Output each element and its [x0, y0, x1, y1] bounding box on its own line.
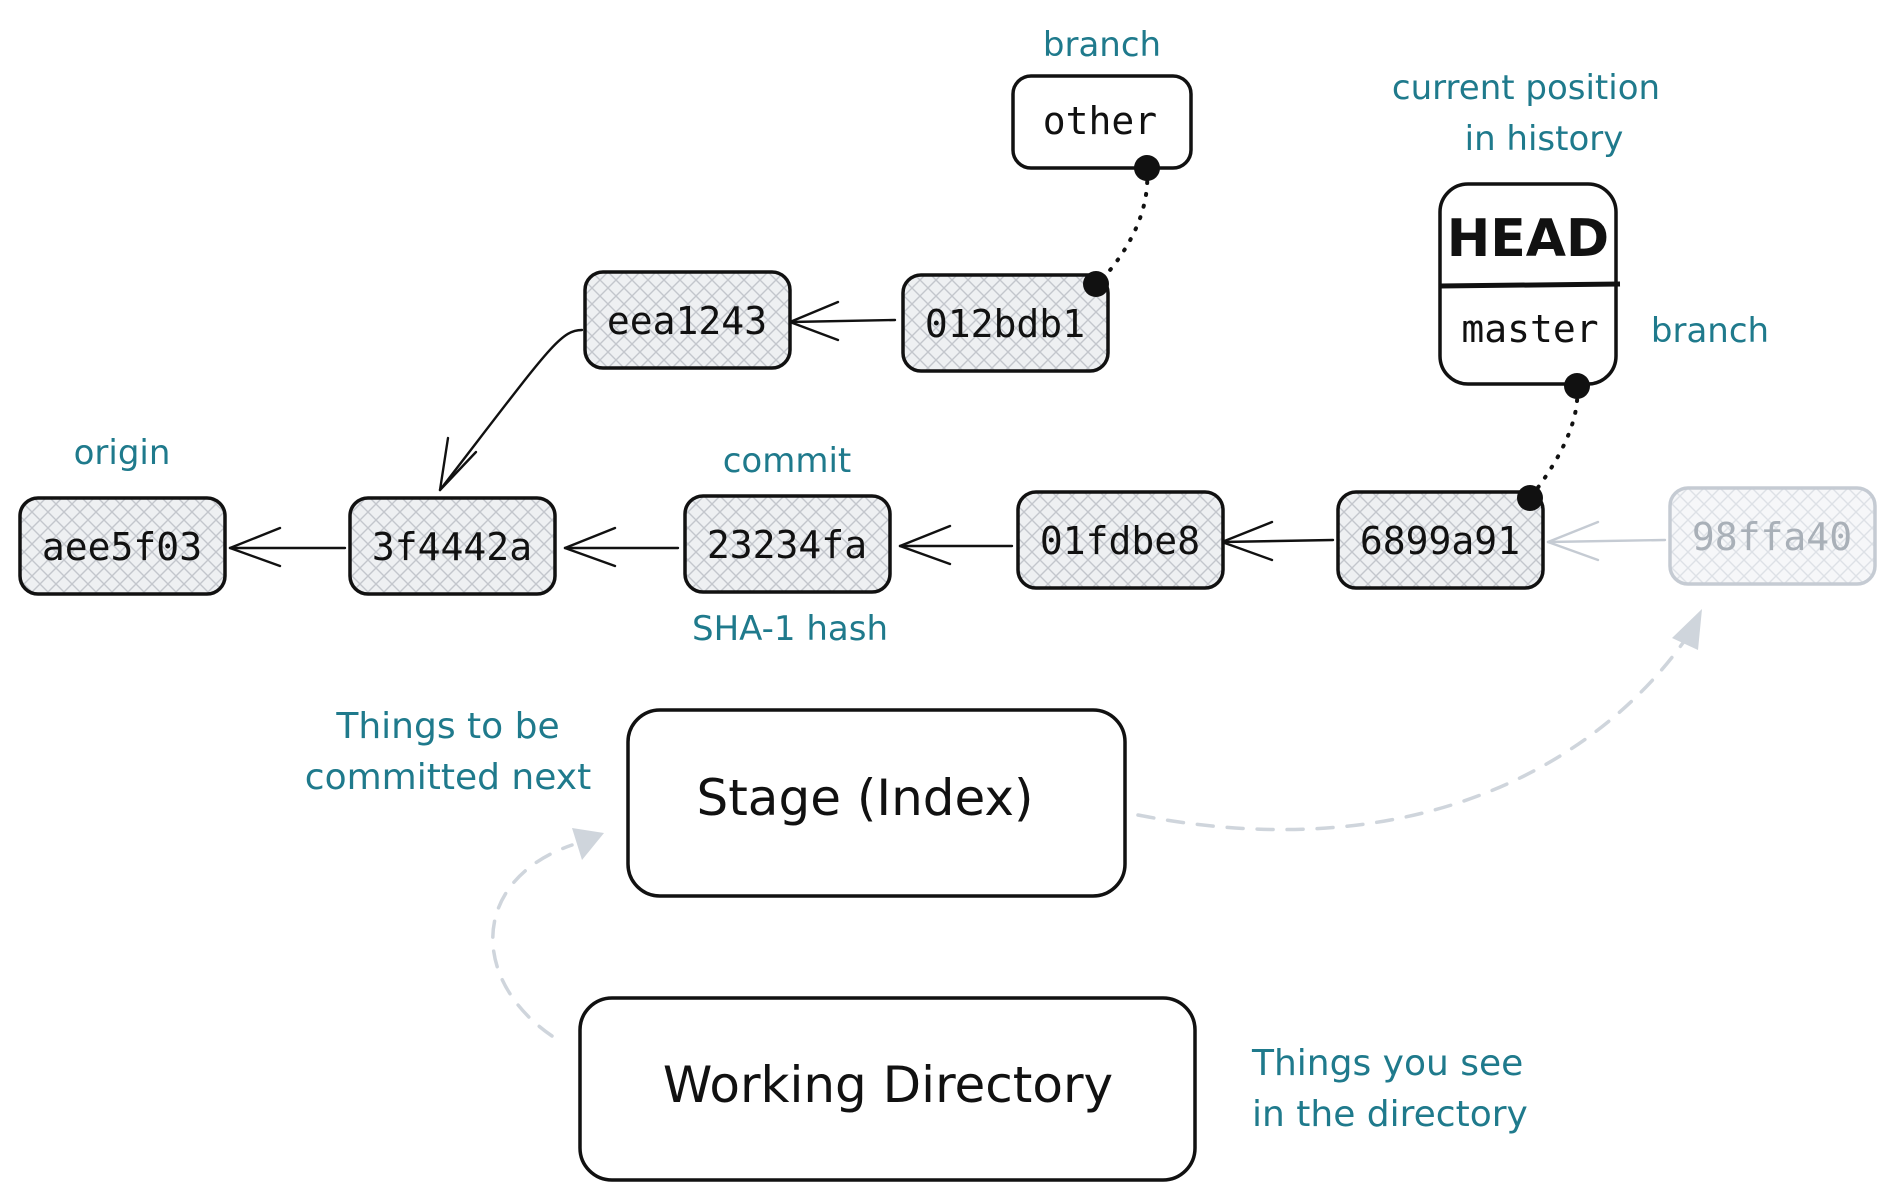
commit-eea1243: eea1243: [583, 270, 792, 370]
commit-6899a91: 6899a91: [1336, 490, 1545, 590]
flow-stage-to-commit: [1136, 638, 1687, 832]
commit-hash: 012bdb1: [925, 302, 1085, 346]
pointer-other-to-012bdb1: [1095, 168, 1150, 287]
arrow-23234fa-to-3f4442a: [563, 526, 680, 568]
head-master-ref: HEAD master: [1438, 182, 1621, 386]
commit-arrows: [228, 300, 1335, 568]
annotation-current-position-2: in history: [1465, 119, 1624, 159]
stage-label: Stage (Index): [696, 769, 1033, 827]
annotation-sha-hash: SHA-1 hash: [692, 609, 888, 649]
annotation-branch-master: branch: [1651, 311, 1769, 351]
arrow-012bdb1-to-eea1243: [788, 300, 897, 342]
branch-other: other: [1011, 74, 1193, 170]
working-directory-box: Working Directory: [578, 996, 1197, 1182]
head-label: HEAD: [1447, 209, 1609, 269]
commit-hash: 01fdbe8: [1040, 519, 1200, 563]
arrow-01fdbe8-to-23234fa: [898, 524, 1014, 566]
branch-label: other: [1043, 99, 1157, 143]
commit-aee5f03: aee5f03: [18, 496, 227, 596]
pointer-master-to-6899a91: [1528, 386, 1580, 500]
flow-stage-to-commit-head: [1672, 609, 1702, 650]
annotation-origin: origin: [74, 433, 171, 473]
commit-hash: 23234fa: [707, 523, 867, 567]
arrow-3f4442a-to-aee5f03: [228, 526, 347, 568]
master-label: master: [1461, 307, 1598, 351]
annotation-commit: commit: [723, 441, 852, 481]
arrow-eea1243-to-3f4442a: [438, 328, 584, 492]
pointer-dots: [1083, 155, 1590, 511]
annotation-working-note-2: in the directory: [1252, 1094, 1528, 1135]
arrow-98ffa40-to-6899a91: [1546, 520, 1667, 562]
commit-01fdbe8: 01fdbe8: [1016, 490, 1225, 590]
commit-98ffa40: 98ffa40: [1668, 486, 1877, 586]
commit-hash: 3f4442a: [372, 525, 532, 569]
flow-working-to-stage-head: [572, 828, 604, 860]
commit-23234fa: 23234fa: [683, 494, 892, 594]
commit-hash: eea1243: [607, 299, 767, 343]
annotations: branch current position in history branc…: [74, 25, 1770, 1135]
flow-working-to-stage: [491, 843, 574, 1038]
arrow-6899a91-to-01fdbe8: [1220, 520, 1335, 562]
commit-hash: aee5f03: [42, 525, 202, 569]
commit-hash: 98ffa40: [1692, 515, 1852, 559]
annotation-current-position-1: current position: [1392, 68, 1660, 108]
annotation-stage-note-2: committed next: [305, 757, 591, 798]
commit-hash: 6899a91: [1360, 519, 1520, 563]
working-label: Working Directory: [663, 1056, 1113, 1114]
annotation-working-note-1: Things you see: [1251, 1043, 1523, 1084]
commit-3f4442a: 3f4442a: [348, 496, 557, 596]
commit-012bdb1: 012bdb1: [901, 273, 1110, 373]
annotation-stage-note-1: Things to be: [335, 706, 559, 747]
annotation-branch-other: branch: [1043, 25, 1161, 65]
stage-index-box: Stage (Index): [626, 708, 1127, 898]
